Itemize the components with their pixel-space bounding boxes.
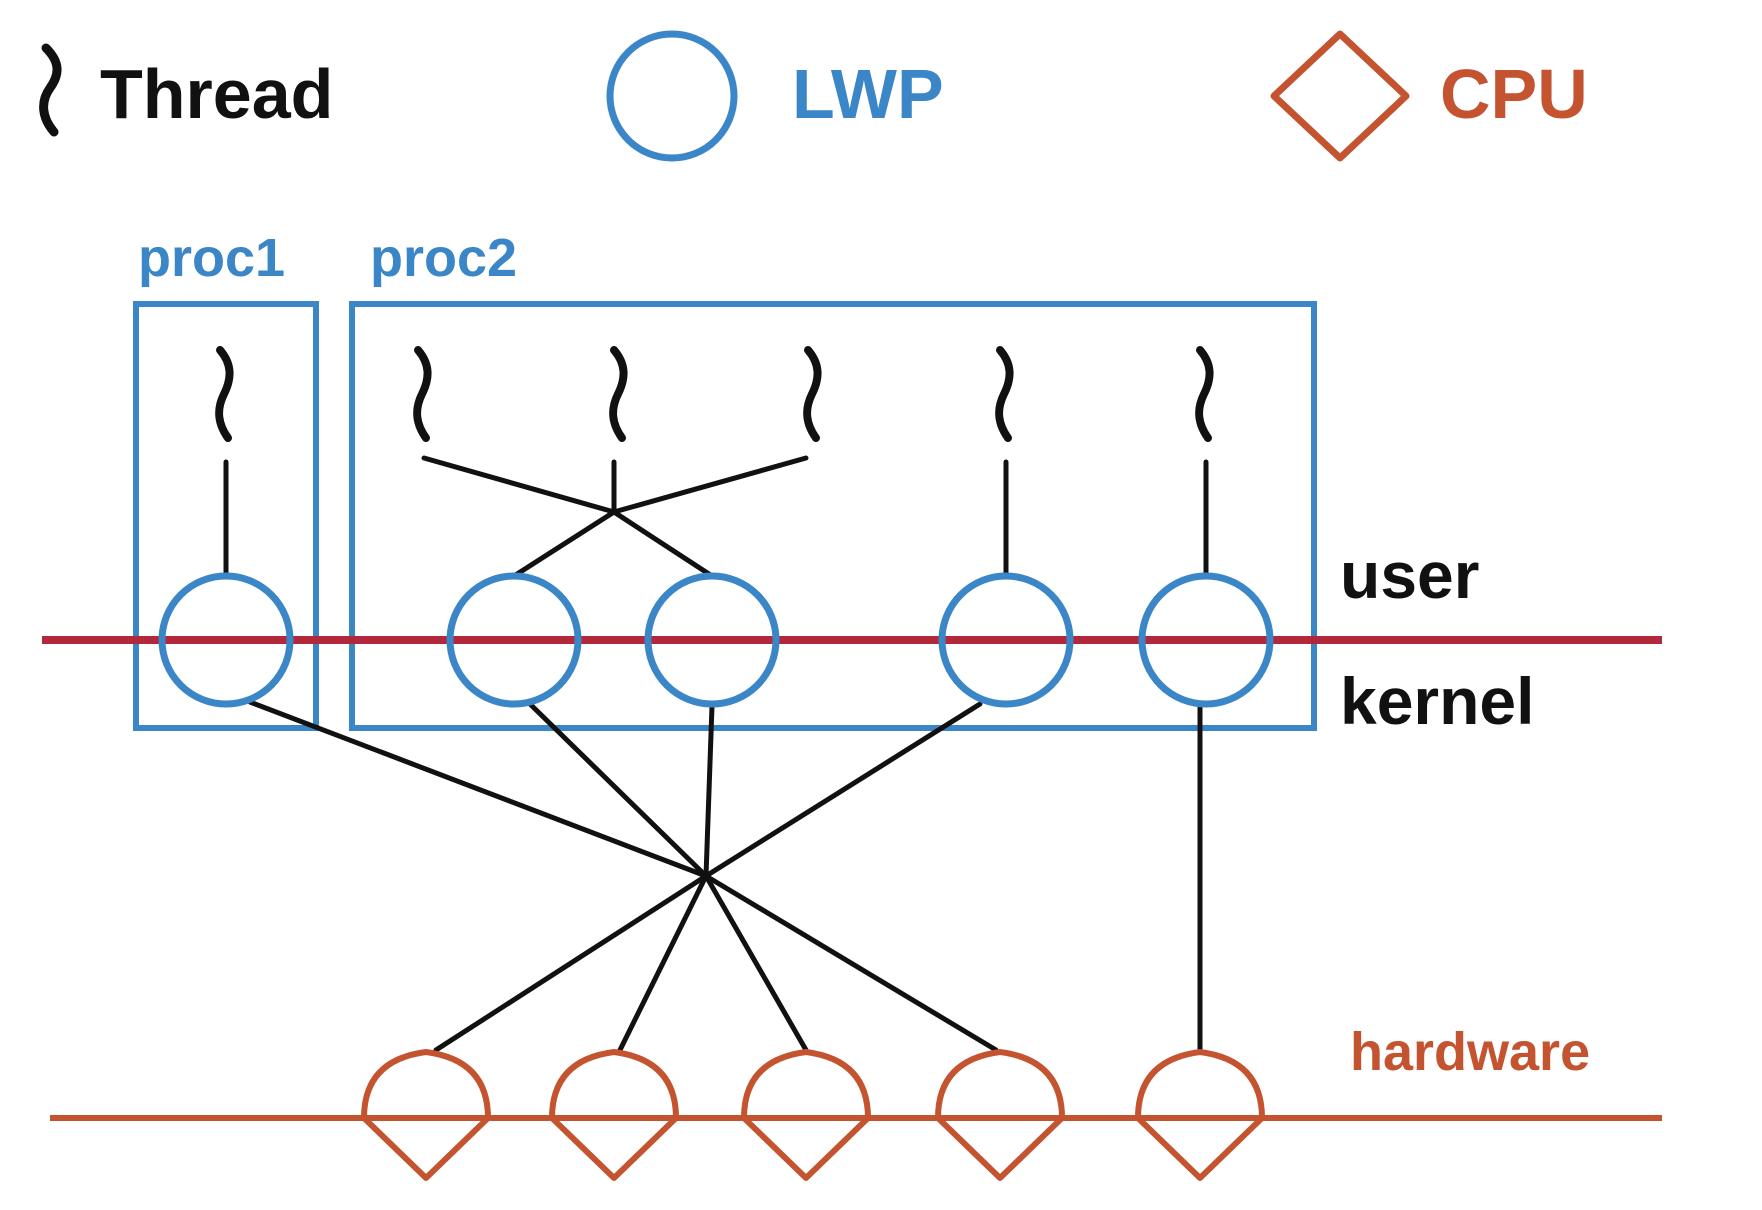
thread-icon [803,346,822,442]
connector-hub-cpu1 [433,873,709,1053]
cpu-legend-label: CPU [1440,55,1588,133]
cpu-icon [1135,1049,1265,1181]
proc1-box [133,301,319,731]
legend: Thread LWP CPU [39,30,1588,162]
thread-icon [1195,346,1214,442]
lwp-legend-label: LWP [792,55,944,133]
proc2-label: proc2 [370,228,517,288]
cpu-legend-icon [1270,30,1410,162]
kernel-label: kernel [1340,664,1534,738]
proc2-box [349,301,1317,731]
lwp-legend-icon [606,30,738,162]
connector-hub-lwp3 [611,509,715,579]
connector-lwp1-hub [247,699,709,879]
lwp-icon [158,572,294,708]
thread-legend-label: Thread [100,55,333,133]
connector-lwp2-hub [527,701,709,879]
user-label: user [1340,538,1479,612]
cpu-icon [935,1049,1065,1181]
connector-hub-cpu4 [703,873,999,1053]
connector-hub-cpu3 [703,873,809,1053]
cpu-icon [549,1049,679,1181]
connector-hub-lwp2 [511,509,617,579]
thread-icon [215,346,234,442]
lwp-icon [644,572,780,708]
connector-thread4-hub [611,455,809,515]
lwps [158,572,1274,708]
thread-legend-icon [39,43,62,137]
cpus [361,1049,1265,1181]
connector-lwp3-hub [703,703,715,879]
hardware-label: hardware [1350,1022,1590,1082]
connector-hub-cpu2 [617,873,709,1053]
lwp-icon [446,572,582,708]
connector-thread2-hub [421,455,617,515]
thread-lwp-connectors [223,455,1209,579]
lwp-icon [938,572,1074,708]
thread-icon [413,346,432,442]
connector-lwp4-hub [703,701,983,879]
cpu-icon [741,1049,871,1181]
thread-icon [995,346,1014,442]
threads [215,346,1214,442]
proc1-label: proc1 [138,228,285,288]
cpu-icon [361,1049,491,1181]
lwp-icon [1138,572,1274,708]
thread-icon [609,346,628,442]
lwp-cpu-connectors [247,699,1203,1053]
